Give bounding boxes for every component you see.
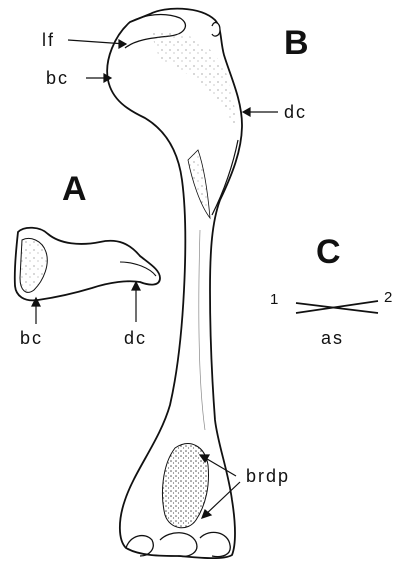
arrowhead-dc-b xyxy=(243,108,250,116)
panel-label-c: C xyxy=(316,233,341,271)
label-bc-b: bc xyxy=(46,68,69,88)
label-bc-a: bc xyxy=(20,328,43,348)
label-axis-2: 2 xyxy=(384,289,392,306)
humerus-drawing xyxy=(107,9,242,559)
label-lf: lf xyxy=(42,30,55,50)
arrowhead-dc-a xyxy=(132,282,140,290)
head-knob xyxy=(212,23,220,37)
label-axis-1: 1 xyxy=(270,291,278,308)
label-dc-a: dc xyxy=(124,328,147,348)
label-as: as xyxy=(321,328,344,348)
label-brdp: brdp xyxy=(246,466,290,486)
panel-label-a: A xyxy=(62,170,87,208)
axis-diagram xyxy=(296,301,378,313)
panel-label-b: B xyxy=(284,24,309,62)
label-dc-b: dc xyxy=(284,102,307,122)
